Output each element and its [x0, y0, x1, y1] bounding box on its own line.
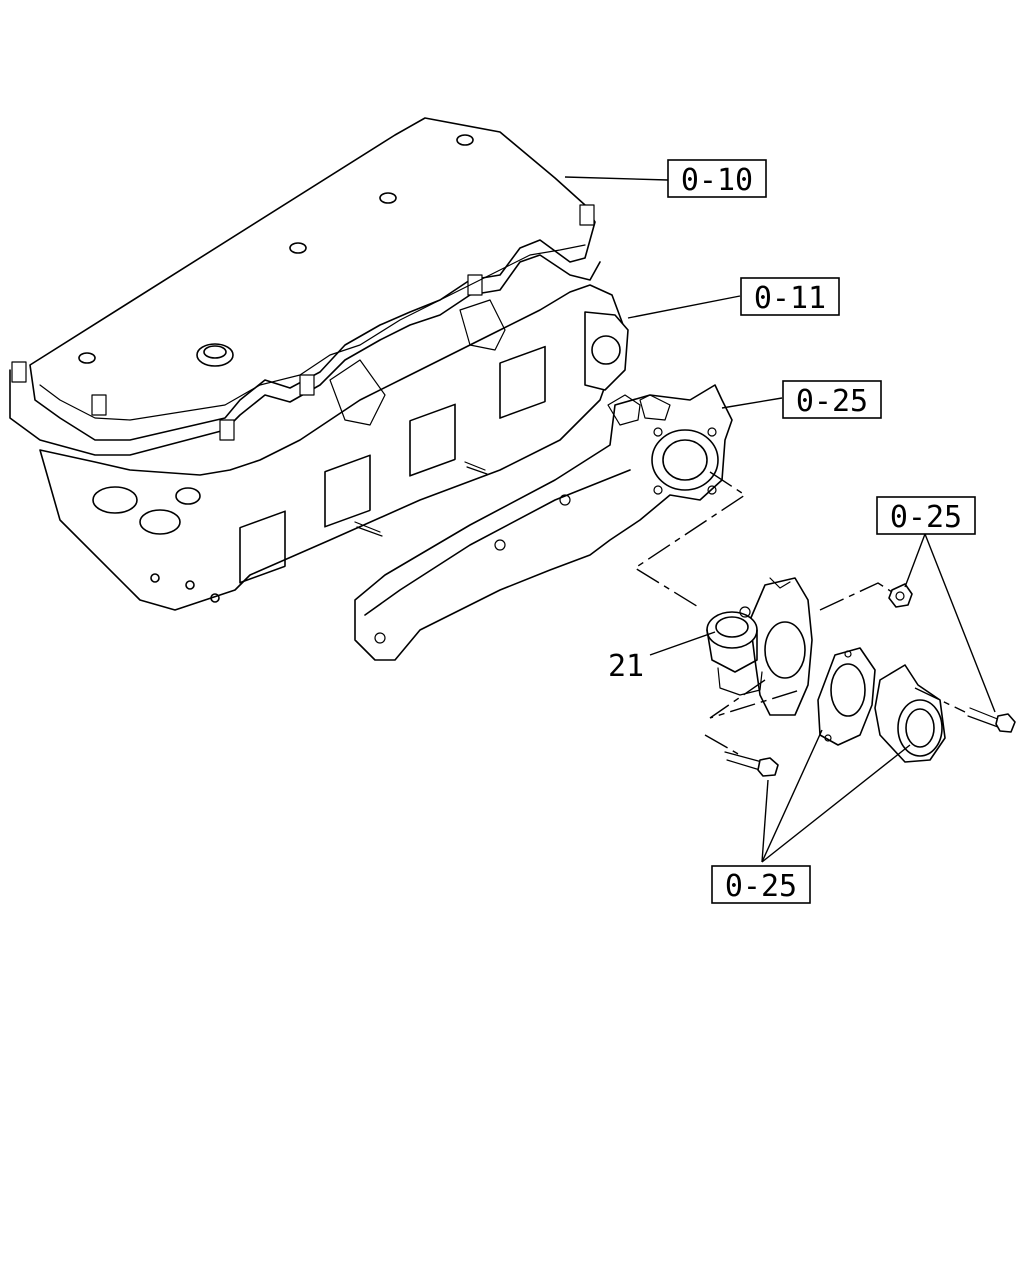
leader-lines: [564, 176, 996, 863]
svg-text:0-10: 0-10: [681, 163, 753, 198]
phantom-lines: [633, 471, 966, 756]
cylinder-head-assembly: [9, 117, 629, 611]
intake-manifold: [354, 384, 733, 661]
callout-cylinder-head-cover[interactable]: 0-10: [667, 159, 767, 198]
gasket: [817, 647, 876, 746]
bolt-right: [967, 707, 1016, 733]
callout-bolt-group[interactable]: 0-25: [711, 865, 811, 904]
callout-cylinder-head[interactable]: 0-11: [740, 277, 840, 316]
callout-nut-group[interactable]: 0-25: [876, 496, 976, 535]
svg-text:0-25: 0-25: [725, 869, 797, 904]
bolt-left: [724, 751, 779, 777]
flange-nut: [888, 583, 913, 608]
callout-intake-manifold[interactable]: 0-25: [782, 380, 882, 419]
svg-text:0-25: 0-25: [796, 384, 868, 419]
part-number-label[interactable]: 21: [608, 649, 644, 684]
adapter-pipe: [874, 664, 946, 763]
svg-text:0-11: 0-11: [754, 281, 826, 316]
svg-text:0-25: 0-25: [890, 500, 962, 535]
egr-valve-assembly: [706, 577, 813, 716]
